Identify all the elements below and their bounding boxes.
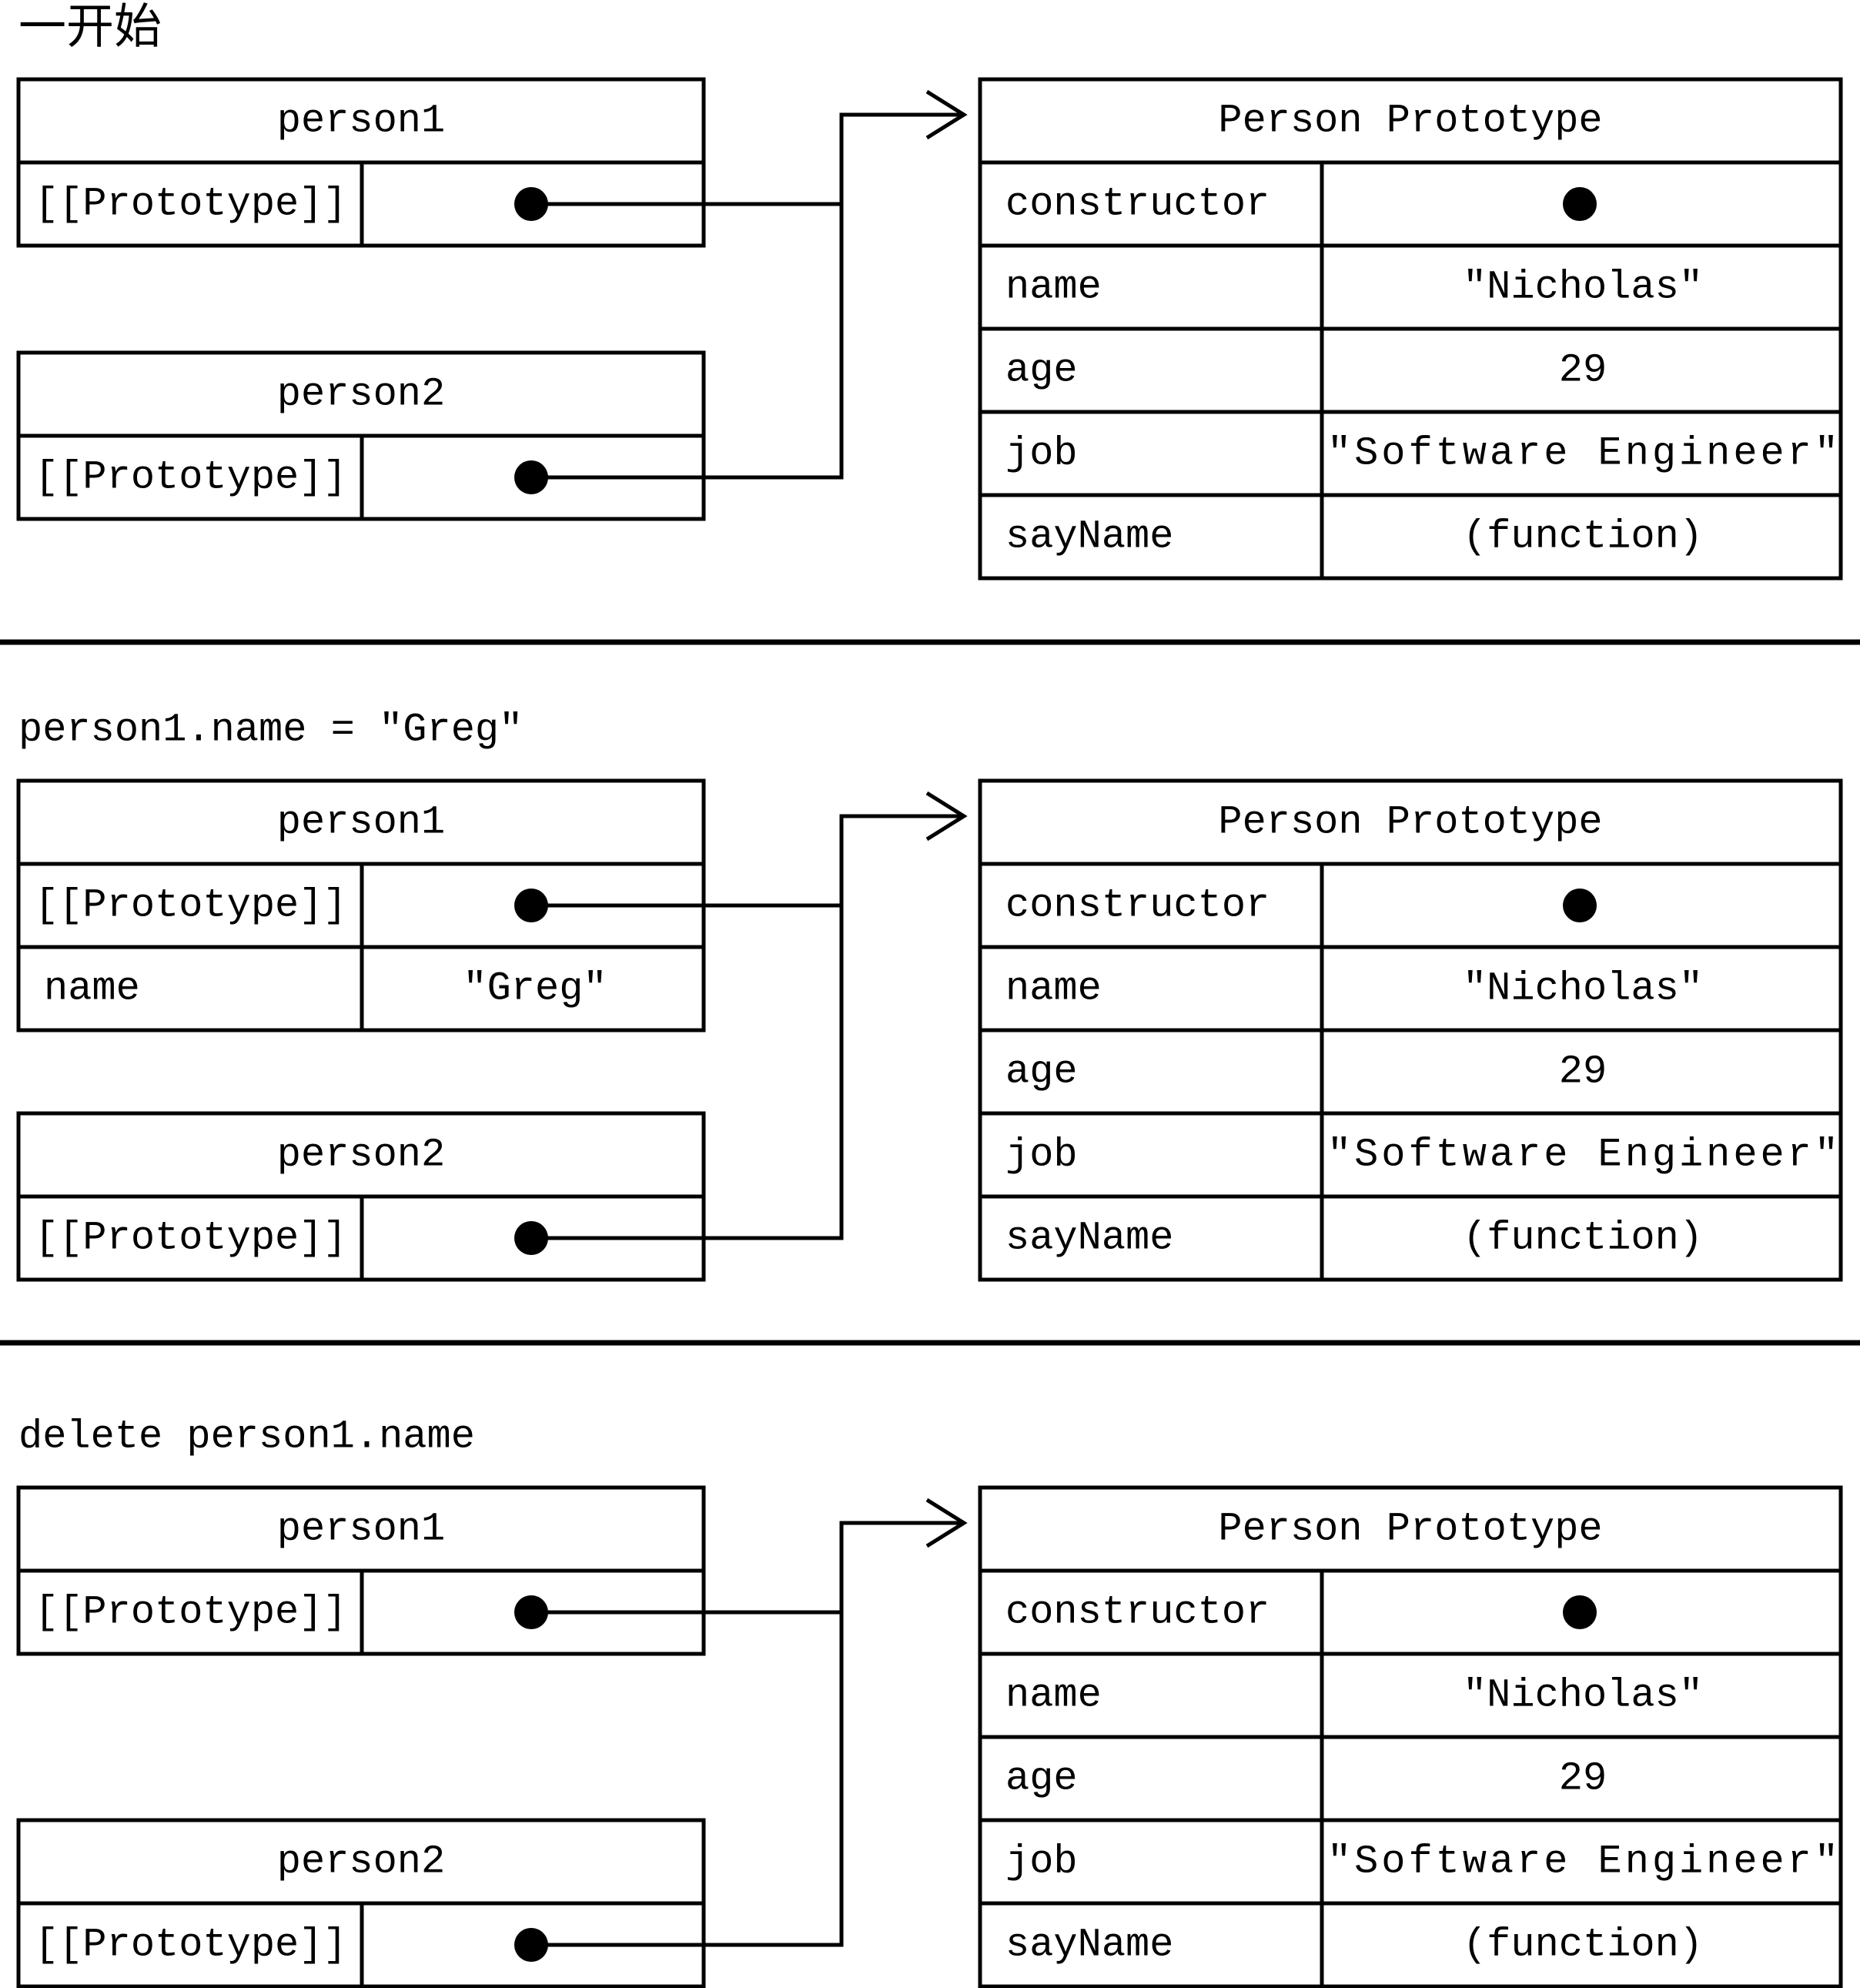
prototype-value: "Software Engineer" [1327, 1133, 1838, 1178]
person1-title: person1 [277, 1507, 445, 1552]
section-caption: delete person1.name [18, 1414, 475, 1460]
property-key: [[Prototype]] [35, 883, 347, 929]
property-key: name [44, 966, 140, 1012]
prototype-key: constructor [1005, 883, 1270, 929]
property-key: [[Prototype]] [35, 1590, 347, 1635]
diagram-section-2: person1.name = "Greg" person1 [[Prototype]… [16, 708, 1843, 1282]
prototype-key: age [1005, 1756, 1078, 1802]
pointer-line [531, 202, 844, 480]
property-key: [[Prototype]] [35, 1216, 347, 1261]
prototype-value: "Nicholas" [1463, 966, 1703, 1012]
prototype-value: "Nicholas" [1463, 265, 1703, 310]
property-value: "Greg" [463, 966, 607, 1012]
prototype-key: constructor [1005, 1590, 1270, 1635]
prototype-key: sayName [1005, 1923, 1173, 1968]
prototype-key: name [1005, 966, 1102, 1012]
prototype-key: job [1005, 1839, 1078, 1885]
prototype-key: name [1005, 265, 1102, 310]
prototype-key: job [1005, 1133, 1078, 1178]
person2-title: person2 [277, 372, 445, 417]
property-key: [[Prototype]] [35, 455, 347, 500]
constructor-pointer-dot [1563, 889, 1597, 922]
prototype-value: (function) [1463, 1923, 1703, 1968]
prototype-key: sayName [1005, 514, 1173, 560]
person1-title: person1 [277, 800, 445, 845]
prototype-key: job [1005, 431, 1078, 477]
property-key: [[Prototype]] [35, 1923, 347, 1968]
arrow-head [925, 791, 968, 842]
person2-title: person2 [277, 1133, 445, 1178]
prototype-value: 29 [1559, 1049, 1607, 1095]
diagram-section-3: delete person1.name person1 [[Prototype]] p… [16, 1414, 1843, 1988]
prototype-value: (function) [1463, 1216, 1703, 1261]
prototype-value: "Software Engineer" [1327, 431, 1838, 477]
property-key: [[Prototype]] [35, 182, 347, 227]
prototype-key: constructor [1005, 182, 1270, 227]
prototype-value: "Software Engineer" [1327, 1839, 1838, 1885]
pointer-line [839, 112, 964, 204]
section-caption: 一开始 [18, 0, 162, 55]
pointer-line [839, 1521, 964, 1612]
person1-title: person1 [277, 99, 445, 144]
prototype-key: age [1005, 1049, 1078, 1095]
pointer-line [531, 1610, 844, 1947]
prototype-title: Person Prototype [1218, 1507, 1602, 1552]
prototype-value: (function) [1463, 514, 1703, 560]
section-caption: person1.name = "Greg" [18, 708, 523, 753]
prototype-key: age [1005, 348, 1078, 393]
prototype-value: "Nicholas" [1463, 1673, 1703, 1719]
pointer-line [531, 903, 844, 1240]
prototype-title: Person Prototype [1218, 99, 1602, 144]
constructor-pointer-dot [1563, 1595, 1597, 1629]
arrow-head [925, 89, 968, 140]
prototype-key: name [1005, 1673, 1102, 1719]
prototype-key: sayName [1005, 1216, 1173, 1261]
constructor-pointer-dot [1563, 187, 1597, 221]
person2-title: person2 [277, 1839, 445, 1885]
pointer-line [839, 814, 964, 905]
prototype-value: 29 [1559, 348, 1607, 393]
arrow-head [925, 1498, 968, 1548]
prototype-title: Person Prototype [1218, 800, 1602, 845]
prototype-value: 29 [1559, 1756, 1607, 1802]
diagram-section-1: 一开始 person1 [[Prototype]] person2 [[Prototyp… [16, 0, 1843, 581]
